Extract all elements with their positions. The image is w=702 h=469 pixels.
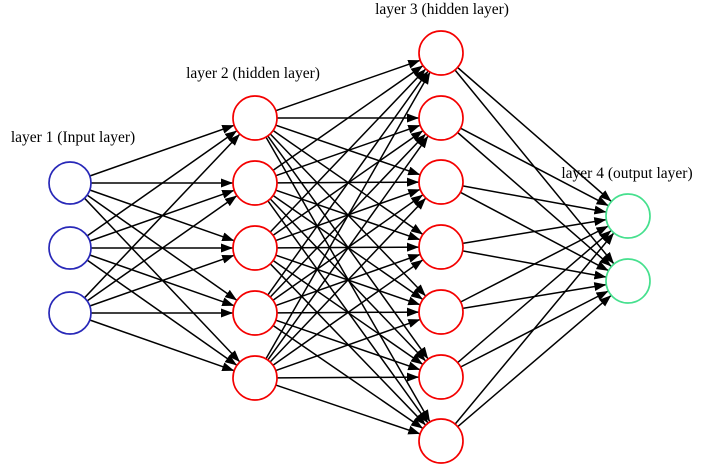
neuron-node-layer2 <box>232 95 278 141</box>
connection-edge <box>457 66 612 203</box>
connection-edge <box>267 70 429 296</box>
connection-edge <box>272 259 424 366</box>
connection-edge <box>460 127 609 207</box>
neuron-node-layer3 <box>418 159 464 205</box>
connection-edge <box>275 59 421 112</box>
connection-edge <box>454 232 615 425</box>
neuron-node-layer1 <box>48 161 92 205</box>
connection-edge <box>462 185 607 215</box>
neuron-node-layer2 <box>232 225 278 271</box>
layer4-output-label: layer 4 (output layer) <box>561 165 692 182</box>
labels-group: layer 1 (Input layer) layer 2 (hidden la… <box>11 1 693 182</box>
neuron-node-layer4 <box>605 193 651 239</box>
neuron-node-layer3 <box>418 289 464 335</box>
neuron-node-layer2 <box>232 160 278 206</box>
connection-edge <box>89 254 235 307</box>
connection-edge <box>86 194 238 302</box>
connection-edge <box>269 197 427 363</box>
neuron-node-layer3 <box>418 224 464 270</box>
connection-edge <box>276 372 420 382</box>
connection-edge <box>457 294 612 428</box>
neuron-node-layer3 <box>418 418 464 464</box>
connection-edge <box>267 135 429 361</box>
connection-edge <box>275 384 421 435</box>
connection-edge <box>275 318 421 372</box>
connection-edge <box>460 225 609 303</box>
neuron-node-layer3 <box>418 354 464 400</box>
connection-edge <box>462 217 607 245</box>
layer1-input-label: layer 1 (Input layer) <box>11 129 135 146</box>
connection-edge <box>457 229 612 364</box>
layer2-hidden-label: layer 2 (hidden layer) <box>186 65 320 82</box>
edges-group <box>83 59 615 435</box>
connection-edge <box>265 71 431 360</box>
neuron-node-layer1 <box>48 291 92 335</box>
neuron-node-layer3 <box>418 30 464 76</box>
layer3-hidden-label: layer 3 (hidden layer) <box>375 1 509 18</box>
connection-edge <box>89 124 235 177</box>
connection-edge <box>89 319 235 372</box>
connection-edge <box>86 129 238 237</box>
neuron-node-layer2 <box>232 355 278 401</box>
connection-edge <box>269 68 427 233</box>
neuron-node-layer4 <box>605 258 651 304</box>
connection-edge <box>83 133 241 299</box>
neuron-node-layer1 <box>48 226 92 270</box>
neuron-node-layer3 <box>418 95 464 141</box>
connection-edge <box>272 64 424 172</box>
nodes-group <box>48 30 651 464</box>
neuron-node-layer2 <box>232 290 278 336</box>
